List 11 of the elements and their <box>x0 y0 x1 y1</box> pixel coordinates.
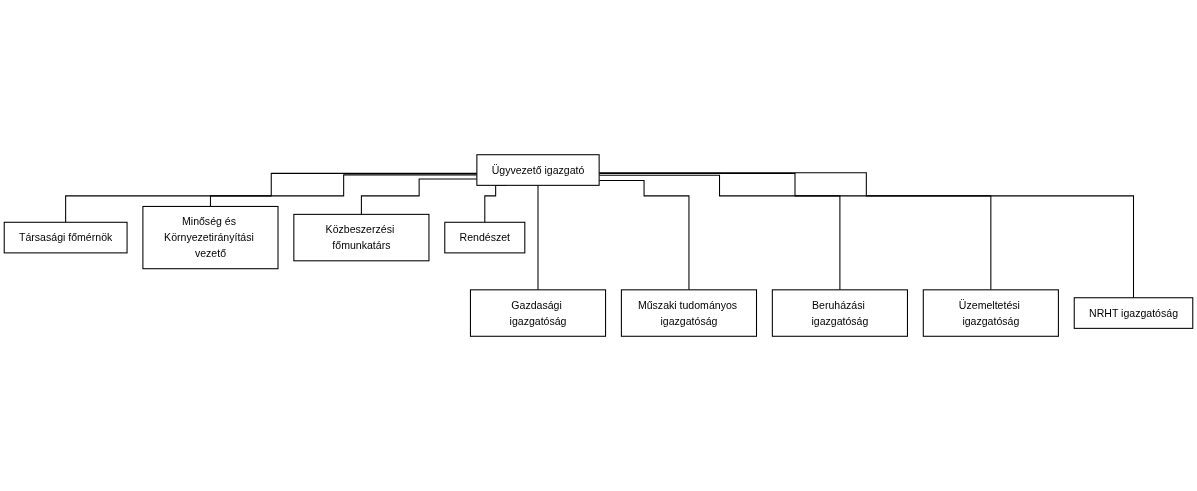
node-box: Ügyvezető igazgató <box>476 154 600 186</box>
node-box: Minőség és Környezetirányítási vezető <box>142 205 279 270</box>
connector <box>537 184 539 291</box>
node-box: Gazdasági igazgatóság <box>469 289 607 337</box>
node-box: Közbeszerzési főmunkatárs <box>293 213 430 262</box>
node-box: Üzemeltetési igazgatóság <box>922 289 1059 337</box>
node-box: NRHT igazgatóság <box>1073 297 1194 329</box>
node-box: Műszaki tudományos igazgatóság <box>620 289 758 337</box>
node-box: Rendészet <box>444 221 526 254</box>
node-box: Társasági főmérnök <box>3 221 128 254</box>
node-box: Beruházási igazgatóság <box>771 289 908 337</box>
